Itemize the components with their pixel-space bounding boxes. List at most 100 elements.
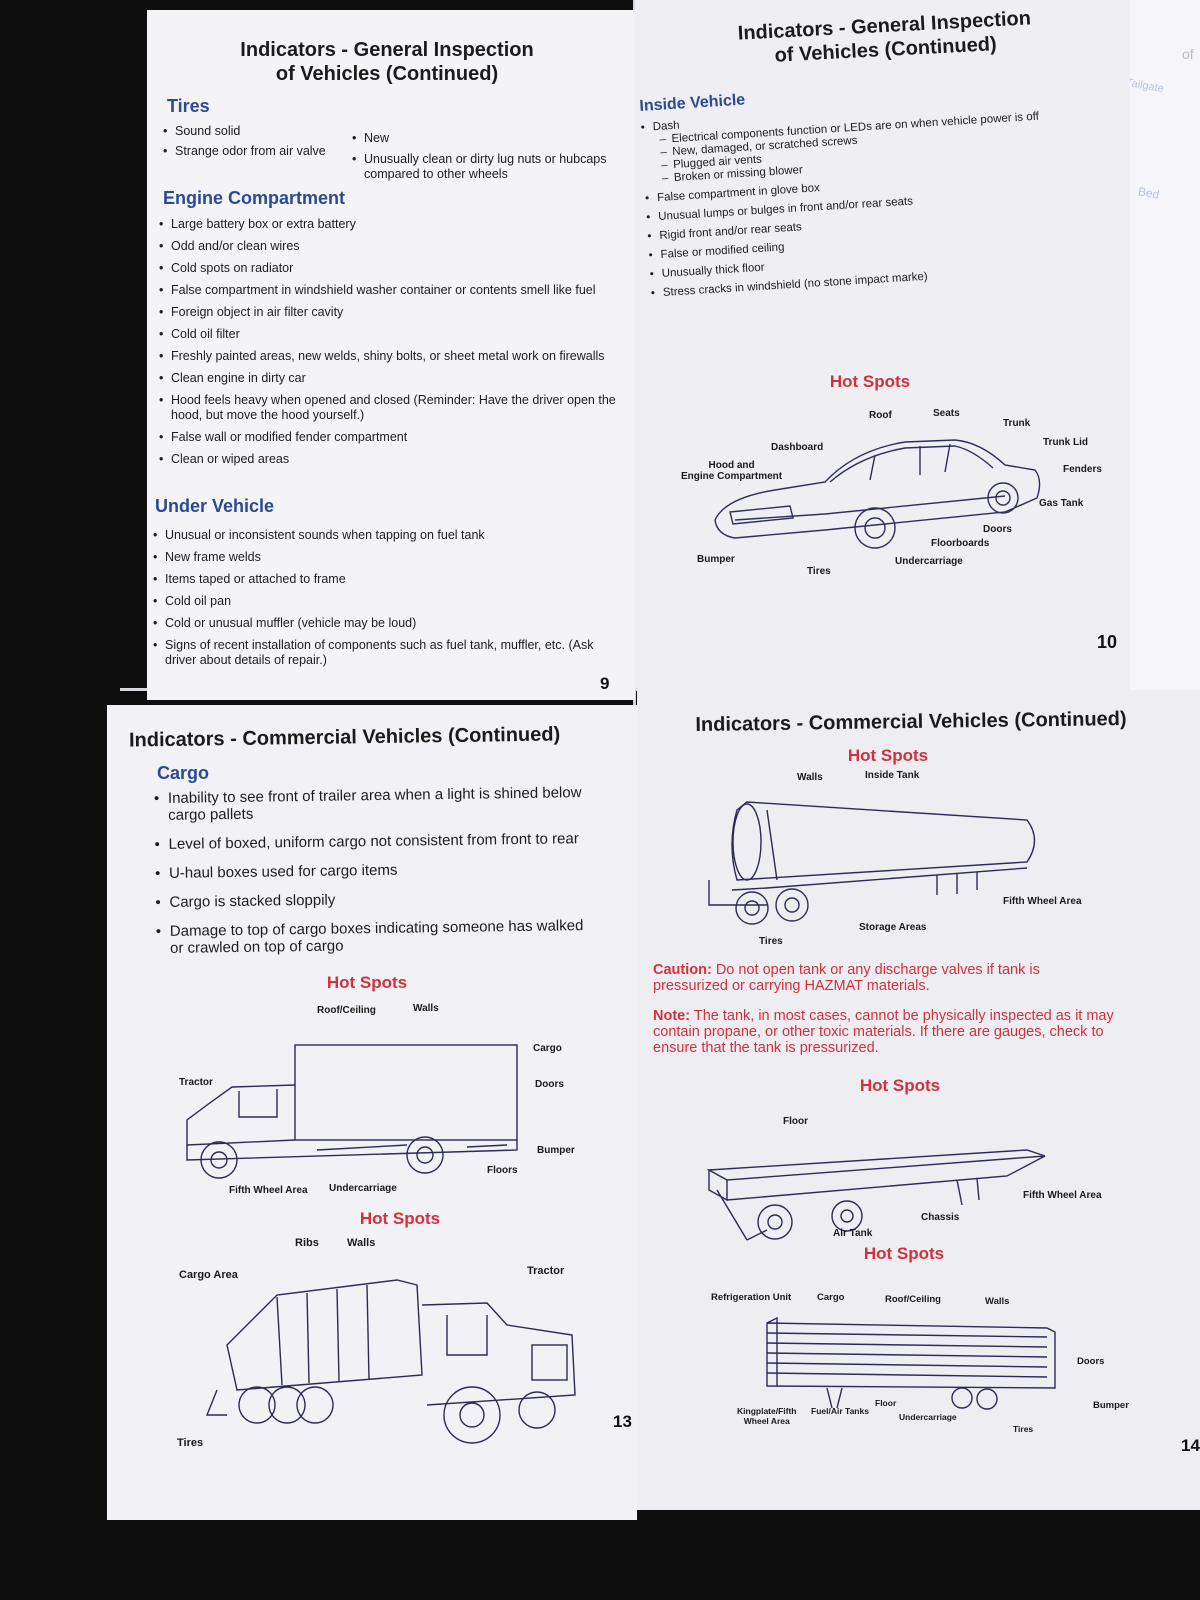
page-number: 14 — [1181, 1436, 1200, 1455]
page-number: 13 — [613, 1412, 632, 1431]
list-item: Sound solid — [163, 124, 343, 139]
fragment-heading: Bed — [1136, 184, 1161, 202]
label-fifth-wheel: Fifth Wheel Area — [1003, 896, 1082, 907]
page-title: Indicators - Commercial Vehicles (Contin… — [695, 707, 1127, 737]
hot-spots-heading: Hot Spots — [829, 372, 911, 391]
list-item: New frame welds — [153, 550, 623, 565]
inside-list: Dash Electrical components function or L… — [640, 93, 1130, 301]
list-item: Freshly painted areas, new welds, shiny … — [159, 349, 629, 364]
label-floor: Floor — [875, 1398, 897, 1408]
list-item: Signs of recent installation of componen… — [153, 638, 623, 668]
hot-spots-heading: Hot Spots — [863, 1244, 945, 1263]
list-item: False compartment in windshield washer c… — [159, 283, 629, 298]
list-item: Level of boxed, uniform cargo not consis… — [154, 830, 594, 853]
label-bumper: Bumper — [697, 554, 735, 565]
under-vehicle-heading: Under Vehicle — [155, 496, 275, 516]
list-item: Strange odor from air valve — [163, 144, 343, 159]
label-floors: Floors — [487, 1165, 518, 1176]
label-walls: Walls — [797, 772, 823, 783]
list-item: False wall or modified fender compartmen… — [159, 430, 629, 445]
label-cargo: Cargo — [817, 1292, 845, 1303]
label-tractor: Tractor — [179, 1077, 213, 1088]
list-item: Odd and/or clean wires — [159, 239, 629, 254]
fragment-heading: Tailgate — [1130, 76, 1165, 96]
label-kingplate-line1: Kingplate/Fifth — [737, 1406, 797, 1416]
list-item: Unusually clean or dirty lug nuts or hub… — [352, 152, 607, 182]
page-number: 9 — [600, 674, 610, 693]
tank-note: Note: The tank, in most cases, cannot be… — [653, 1008, 1128, 1056]
page-number: 10 — [1097, 632, 1118, 652]
label-ribs: Ribs — [295, 1237, 319, 1249]
list-item: Damage to top of cargo boxes indicating … — [156, 917, 596, 957]
list-item: Clean engine in dirty car — [159, 371, 629, 386]
label-roof: Roof — [869, 410, 892, 421]
label-fifth-wheel: Fifth Wheel Area — [1023, 1190, 1102, 1201]
list-item: Inability to see front of trailer area w… — [154, 784, 594, 824]
label-fifth-wheel: Fifth Wheel Area — [229, 1185, 308, 1196]
label-dashboard: Dashboard — [771, 442, 824, 453]
fragment-text: of — [1182, 46, 1194, 62]
note-text: The tank, in most cases, cannot be physi… — [653, 1008, 1114, 1056]
label-tires: Tires — [1013, 1424, 1034, 1434]
tanker-illustration — [708, 801, 1036, 925]
label-roof-ceiling: Roof/Ceiling — [885, 1294, 941, 1305]
label-walls: Walls — [347, 1237, 376, 1249]
label-fenders: Fenders — [1063, 464, 1102, 475]
label-hood-line1: Hood and — [708, 460, 755, 471]
list-item: Cold or unusual muffler (vehicle may be … — [153, 616, 623, 631]
label-tractor: Tractor — [527, 1265, 565, 1277]
list-item: U-haul boxes used for cargo items — [155, 859, 595, 882]
label-doors: Doors — [535, 1079, 564, 1090]
page-title: Indicators - General Inspection of Vehic… — [147, 38, 627, 86]
label-tires: Tires — [759, 936, 783, 947]
list-item: New — [352, 131, 607, 146]
list-item: Cold spots on radiator — [159, 261, 629, 276]
hot-spots-heading: Hot Spots — [359, 1209, 441, 1228]
label-tires: Tires — [177, 1437, 204, 1449]
tires-heading: Tires — [167, 96, 210, 116]
list-item: Hood feels heavy when opened and closed … — [159, 393, 629, 423]
hot-spots-heading: Hot Spots — [859, 1076, 941, 1095]
cargo-list: Inability to see front of trailer area w… — [154, 784, 596, 957]
list-item: Cold oil filter — [159, 327, 629, 342]
label-floor: Floor — [783, 1116, 808, 1127]
car-illustration — [714, 439, 1041, 549]
label-undercarriage: Undercarriage — [895, 556, 963, 567]
label-inside-tank: Inside Tank — [865, 770, 920, 781]
list-item: Unusual or inconsistent sounds when tapp… — [153, 528, 623, 543]
label-kingplate-line2: Wheel Area — [743, 1416, 790, 1426]
page-title: Indicators - General Inspection of Vehic… — [674, 3, 1096, 73]
label-roof-ceiling: Roof/Ceiling — [317, 1005, 376, 1016]
label-bumper: Bumper — [1093, 1400, 1129, 1411]
caution-note: Caution: Do not open tank or any dischar… — [653, 962, 1083, 994]
label-hood-line2: Engine Compartment — [681, 471, 783, 482]
hot-spots-heading: Hot Spots — [326, 973, 408, 992]
label-refrigeration-unit: Refrigeration Unit — [711, 1292, 792, 1303]
label-cargo-area: Cargo Area — [179, 1269, 238, 1281]
reefer-trailer-illustration — [766, 1316, 1056, 1410]
hot-spots-heading: Hot Spots — [847, 746, 929, 765]
under-vehicle-list: Unusual or inconsistent sounds when tapp… — [153, 528, 623, 668]
label-air-tank: Air Tank — [833, 1228, 873, 1239]
engine-list: Large battery box or extra battery Odd a… — [159, 217, 629, 467]
list-item: Clean or wiped areas — [159, 452, 629, 467]
label-walls: Walls — [413, 1003, 439, 1014]
list-item: Large battery box or extra battery — [159, 217, 629, 232]
label-doors: Doors — [983, 524, 1012, 535]
tires-list-left: Sound solid Strange odor from air valve — [163, 124, 343, 159]
caution-text: Do not open tank or any discharge valves… — [653, 962, 1040, 994]
page-13: Indicators - Commercial Vehicles (Contin… — [107, 705, 637, 1520]
page-11-fragment: of Tailgate Bed — [1130, 0, 1200, 690]
label-tires: Tires — [807, 566, 831, 577]
label-trunk: Trunk — [1003, 418, 1031, 429]
list-item: Items taped or attached to frame — [153, 572, 623, 587]
label-undercarriage: Undercarriage — [899, 1412, 957, 1422]
engine-heading: Engine Compartment — [163, 188, 346, 208]
label-fuel-air-tanks: Fuel/Air Tanks — [811, 1406, 869, 1416]
box-truck-illustration — [186, 1044, 518, 1179]
list-item: Cargo is stacked sloppily — [155, 888, 595, 911]
label-gas-tank: Gas Tank — [1039, 498, 1084, 509]
list-item: Cold oil pan — [153, 594, 623, 609]
flatbed-illustration — [707, 1149, 1046, 1241]
list-item: Foreign object in air filter cavity — [159, 305, 629, 320]
